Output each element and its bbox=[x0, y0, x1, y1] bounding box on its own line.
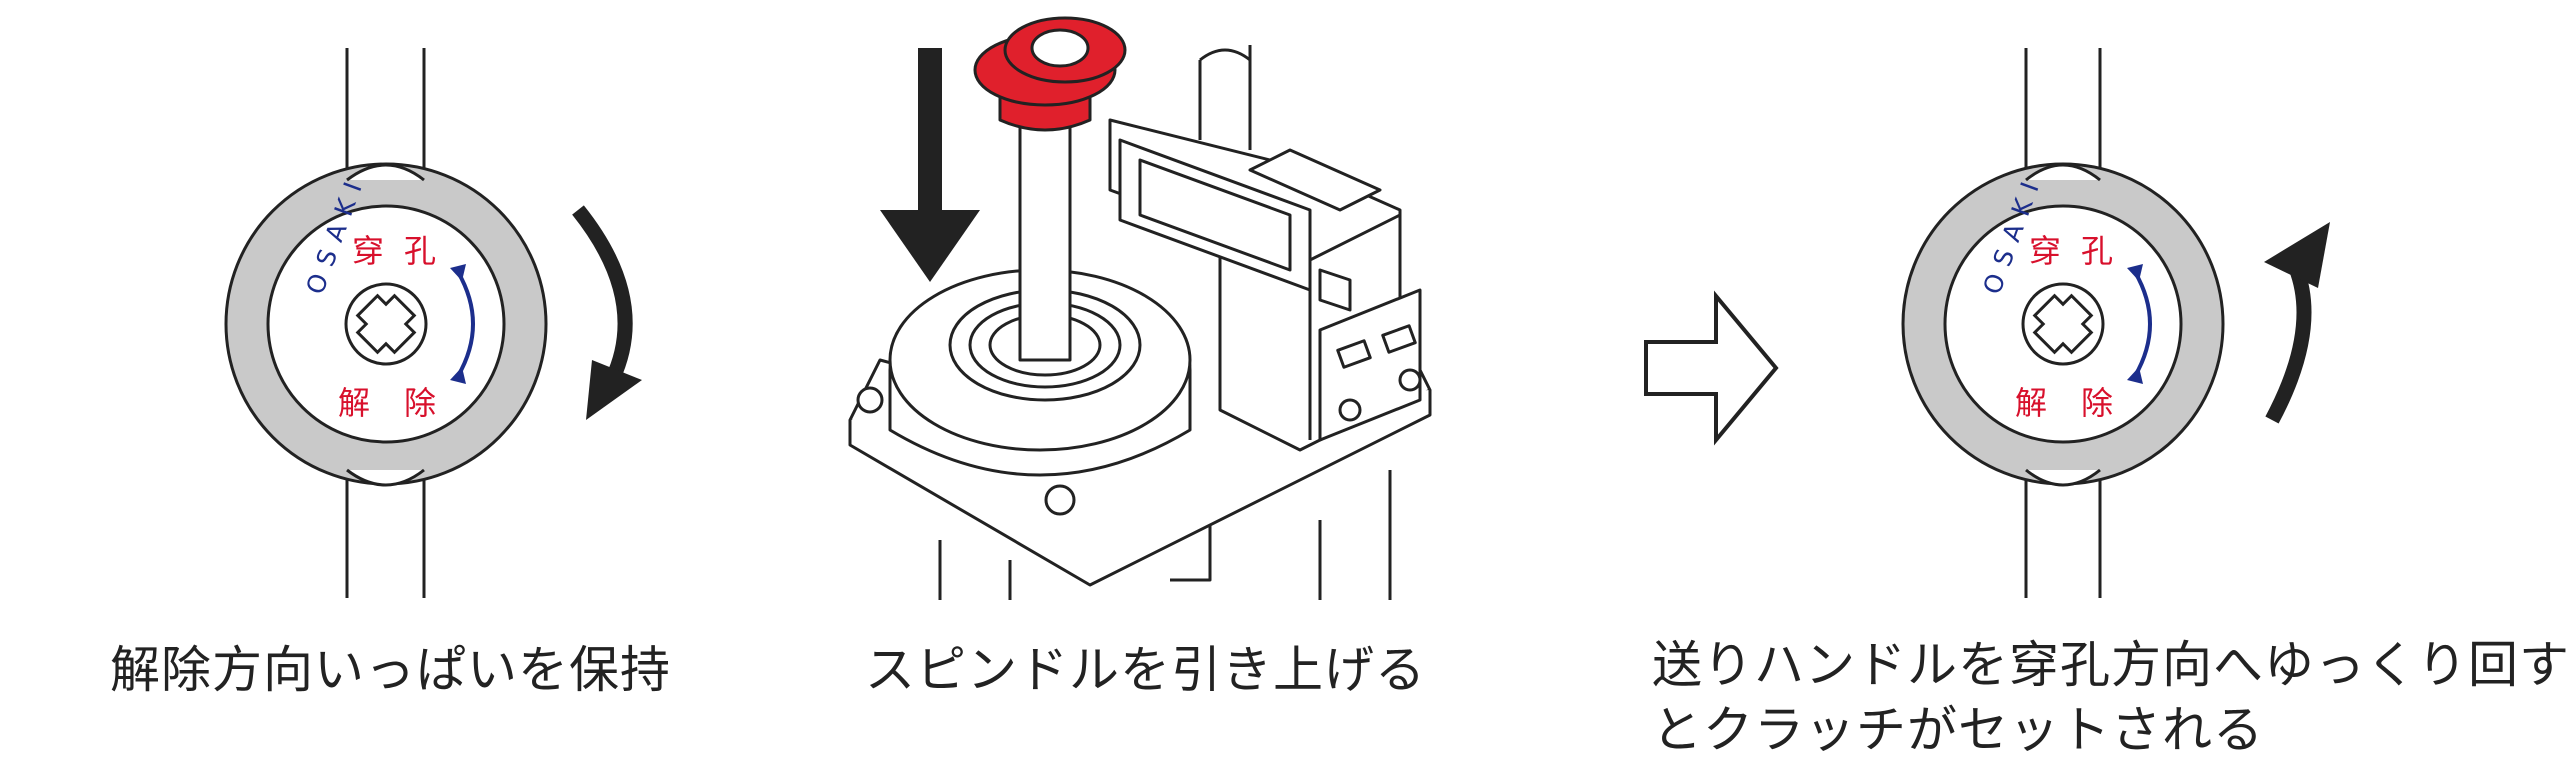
panel-1-dial: OSAKI 穿 孔 解 除 bbox=[224, 48, 548, 598]
dial-label-bottom1: 解 bbox=[338, 384, 370, 422]
caption-step1: 解除方向いっぱいを保持 bbox=[110, 641, 671, 699]
dial-label-top1: 穿 bbox=[352, 232, 384, 270]
caption-step3-line1: 送りハンドルを穿孔方向へゆっくり回す bbox=[1652, 636, 2570, 694]
down-arrow-icon bbox=[880, 48, 980, 282]
dial2-label-top1: 穿 bbox=[2029, 232, 2061, 270]
rotate-clockwise-arrow-icon bbox=[572, 205, 642, 420]
dial-direction-arc bbox=[456, 271, 475, 377]
dial-label-bottom2: 除 bbox=[404, 384, 436, 422]
caption-step2: スピンドルを引き上げる bbox=[865, 641, 1426, 699]
dial2-label-top2: 孔 bbox=[2081, 232, 2113, 270]
next-step-arrow-icon bbox=[1644, 290, 1779, 446]
dial2-label-bottom1: 解 bbox=[2015, 384, 2047, 422]
machine-illustration bbox=[848, 16, 1432, 600]
rotate-counterclockwise-arrow-icon bbox=[2264, 222, 2330, 424]
panel-3-dial: OSAKI 穿 孔 解 除 bbox=[1901, 48, 2225, 598]
dial2-label-bottom2: 除 bbox=[2081, 384, 2113, 422]
dial-label-top2: 孔 bbox=[404, 232, 436, 270]
caption-step3-line2: とクラッチがセットされる bbox=[1652, 701, 2264, 759]
